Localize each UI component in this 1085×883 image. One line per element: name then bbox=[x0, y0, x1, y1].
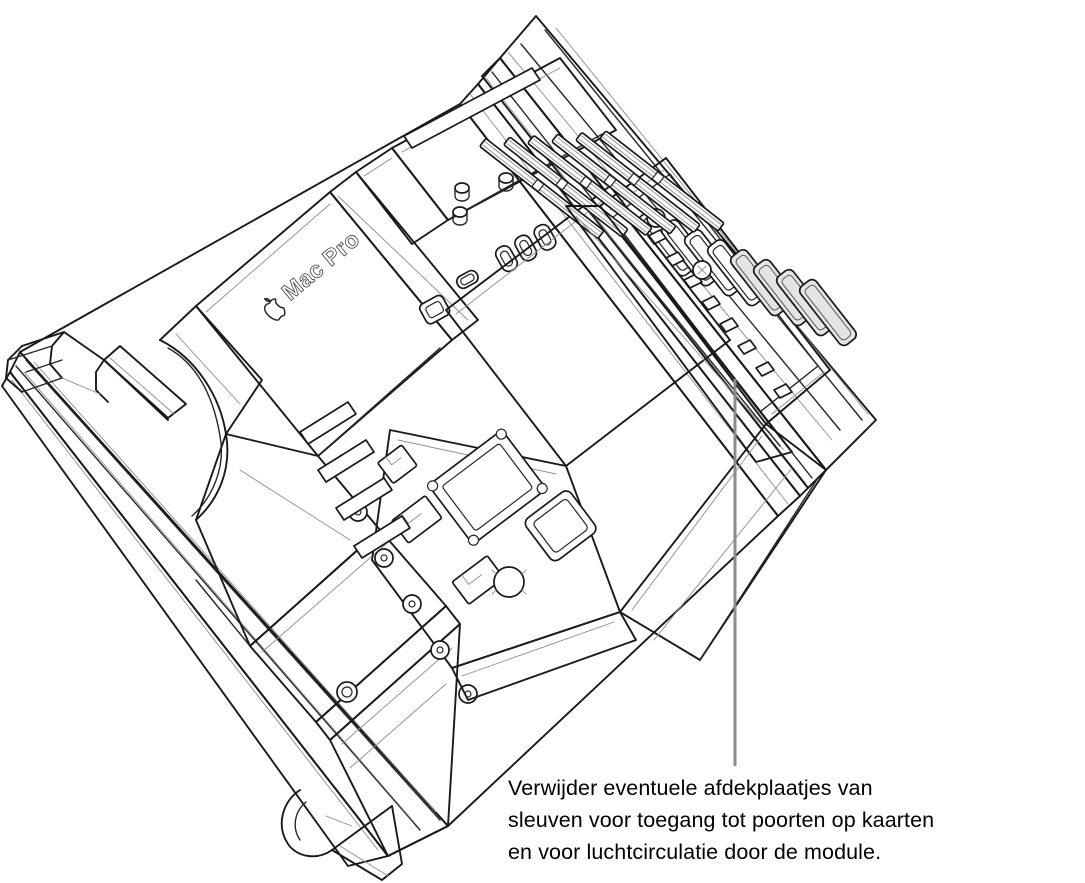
coin-battery bbox=[491, 566, 527, 598]
chassis-foot-left bbox=[280, 789, 403, 881]
cpu-socket bbox=[426, 428, 548, 546]
bay-screw bbox=[692, 260, 712, 280]
callout-caption: Verwijder eventuele afdekplaatjes van sl… bbox=[508, 776, 935, 864]
standoff-posts bbox=[452, 172, 514, 226]
chassis-body bbox=[1, 15, 877, 881]
logic-board bbox=[348, 129, 731, 704]
product-label-text: Mac Pro bbox=[277, 226, 365, 306]
controller-chip bbox=[524, 490, 597, 562]
apple-logo bbox=[263, 297, 286, 321]
interior-assembly bbox=[299, 57, 860, 704]
expansion-slot-bay bbox=[599, 157, 860, 425]
